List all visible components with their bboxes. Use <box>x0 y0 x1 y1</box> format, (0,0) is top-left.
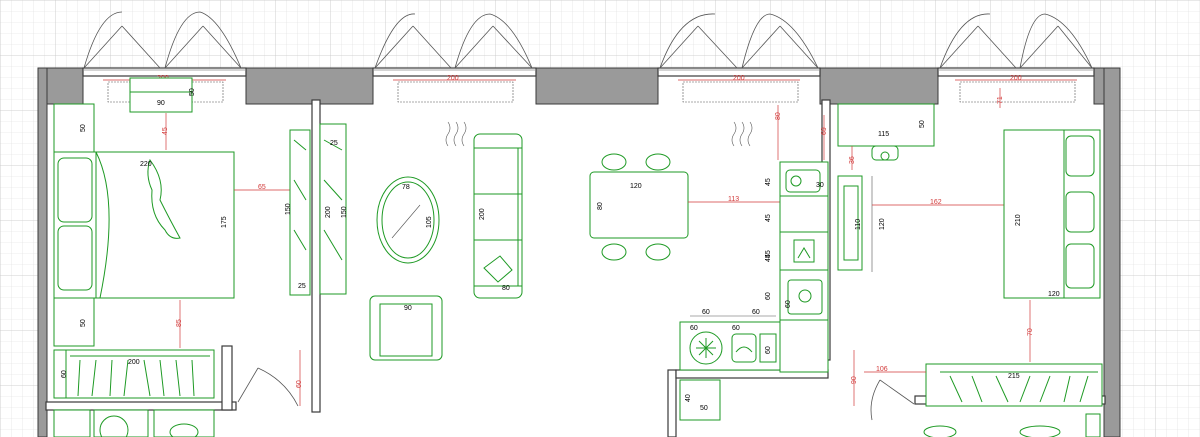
sofa: 200 80 <box>473 133 523 299</box>
dimension-label: 60 <box>296 380 303 388</box>
dimension-label: 90 <box>851 376 858 384</box>
dimension-label: 200 <box>1010 75 1022 82</box>
dimension-label: 40 <box>685 394 692 402</box>
armchair: 90 <box>369 295 443 361</box>
dimension-label: 80 <box>502 285 510 292</box>
radiator-living: 200 <box>393 75 516 103</box>
dimension-label: 120 <box>630 183 642 190</box>
dimension-label: 65 <box>258 184 266 191</box>
dimension-label: 25 <box>298 283 306 290</box>
dimension-label: 90 <box>157 100 165 107</box>
dimension-label: 120 <box>1048 291 1060 298</box>
dimension-label: 150 <box>285 203 292 215</box>
dimension-label: 220 <box>140 161 152 168</box>
dimension-label: 105 <box>426 216 433 228</box>
dimension-label: 50 <box>80 319 87 327</box>
dimension-label: 50 <box>700 405 708 412</box>
radiator-room2: 200 <box>955 75 1077 103</box>
dimension-label: 200 <box>447 75 459 82</box>
wardrobe-bedroom: 200 60 <box>53 349 215 399</box>
bedroom: 90 50 45 50 220 175 65 50 85 <box>53 77 348 437</box>
kitchen-counter: 30 45 45 45 60 60 45 <box>765 161 829 373</box>
dimension-label: 120 <box>879 218 886 230</box>
dimension-label: 60 <box>752 309 760 316</box>
dimension-label: 60 <box>732 325 740 332</box>
dimension-label: 50 <box>189 88 196 96</box>
nightstand-bottom: 50 <box>53 297 95 347</box>
dimension-label: 162 <box>930 199 942 206</box>
window-3 <box>659 13 819 71</box>
dimension-label: 90 <box>404 305 412 312</box>
living-room: 78 105 200 80 90 120 80 <box>369 121 780 361</box>
dimension-label: 45 <box>765 254 772 262</box>
kitchen: 80 69 30 45 45 45 60 60 45 60 <box>679 105 829 421</box>
washer-unit: 40 50 <box>679 379 721 421</box>
dimension-label: 60 <box>785 300 792 308</box>
window-1 <box>83 11 245 71</box>
bed: 220 175 <box>53 151 235 299</box>
wardrobe-room2: 215 <box>925 363 1103 407</box>
tv-stand: 110 120 <box>837 175 886 272</box>
tv-console: 90 50 <box>129 77 196 113</box>
dimension-label: 45 <box>162 127 169 135</box>
dimension-label: 106 <box>876 366 888 373</box>
dimension-label: 115 <box>878 131 889 138</box>
dimension-label: 70 <box>1027 328 1034 336</box>
radiator-kitchen: 200 <box>678 75 800 103</box>
dimension-label: 45 <box>765 214 772 222</box>
dimension-label: 78 <box>402 184 410 191</box>
dimension-label: 30 <box>816 182 824 189</box>
dimension-label: 210 <box>1015 214 1022 226</box>
dimension-label: 60 <box>690 325 698 332</box>
kitchen-counter-bottom: 60 60 60 60 60 <box>679 309 781 371</box>
dimension-label: 36 <box>849 156 856 164</box>
dimension-label: 50 <box>80 124 87 132</box>
dimension-label: 60 <box>765 292 772 300</box>
dimension-label: 200 <box>128 359 140 366</box>
coffee-table: 78 105 <box>376 176 440 264</box>
dimension-label: 80 <box>597 202 604 210</box>
walls <box>37 67 1121 437</box>
dimension-label: 60 <box>702 309 710 316</box>
room2-door <box>870 379 915 421</box>
dimension-label: 80 <box>775 112 782 120</box>
dimension-label: 200 <box>479 208 486 220</box>
dimension-label: 45 <box>765 250 772 258</box>
dimension-label: 113 <box>728 196 739 203</box>
windows <box>83 11 1093 71</box>
dimension-label: 85 <box>176 319 183 327</box>
closet-shelves: 25 150 200 150 25 <box>285 123 348 296</box>
nightstand-top: 50 <box>53 103 95 153</box>
dining-table: 120 80 <box>589 153 689 261</box>
dimension-label: 60 <box>765 346 772 354</box>
desk: 115 50 <box>837 103 935 161</box>
dimension-label: 150 <box>341 206 348 218</box>
dimension-label: 25 <box>330 140 338 147</box>
dimension-label: 175 <box>221 216 228 228</box>
dimension-label: 45 <box>765 178 772 186</box>
dimension-label: 50 <box>919 120 926 128</box>
room-2: 71 115 50 36 110 120 162 210 120 <box>837 88 1103 437</box>
bedroom-door: 60 <box>237 350 303 407</box>
dimension-label: 110 <box>855 219 862 230</box>
dimension-label: 200 <box>325 206 332 218</box>
bathroom-fixtures-right <box>923 413 1101 437</box>
sofa-bed: 210 120 <box>1003 129 1101 299</box>
dimension-label: 60 <box>61 370 68 378</box>
window-2 <box>374 13 535 71</box>
window-4 <box>939 13 1093 71</box>
dimension-label: 200 <box>733 75 745 82</box>
bathroom-fixtures <box>53 409 215 437</box>
dimension-label: 215 <box>1008 373 1020 380</box>
dimension-label: 69 <box>821 127 828 135</box>
dimension-label: 71 <box>997 96 1004 104</box>
